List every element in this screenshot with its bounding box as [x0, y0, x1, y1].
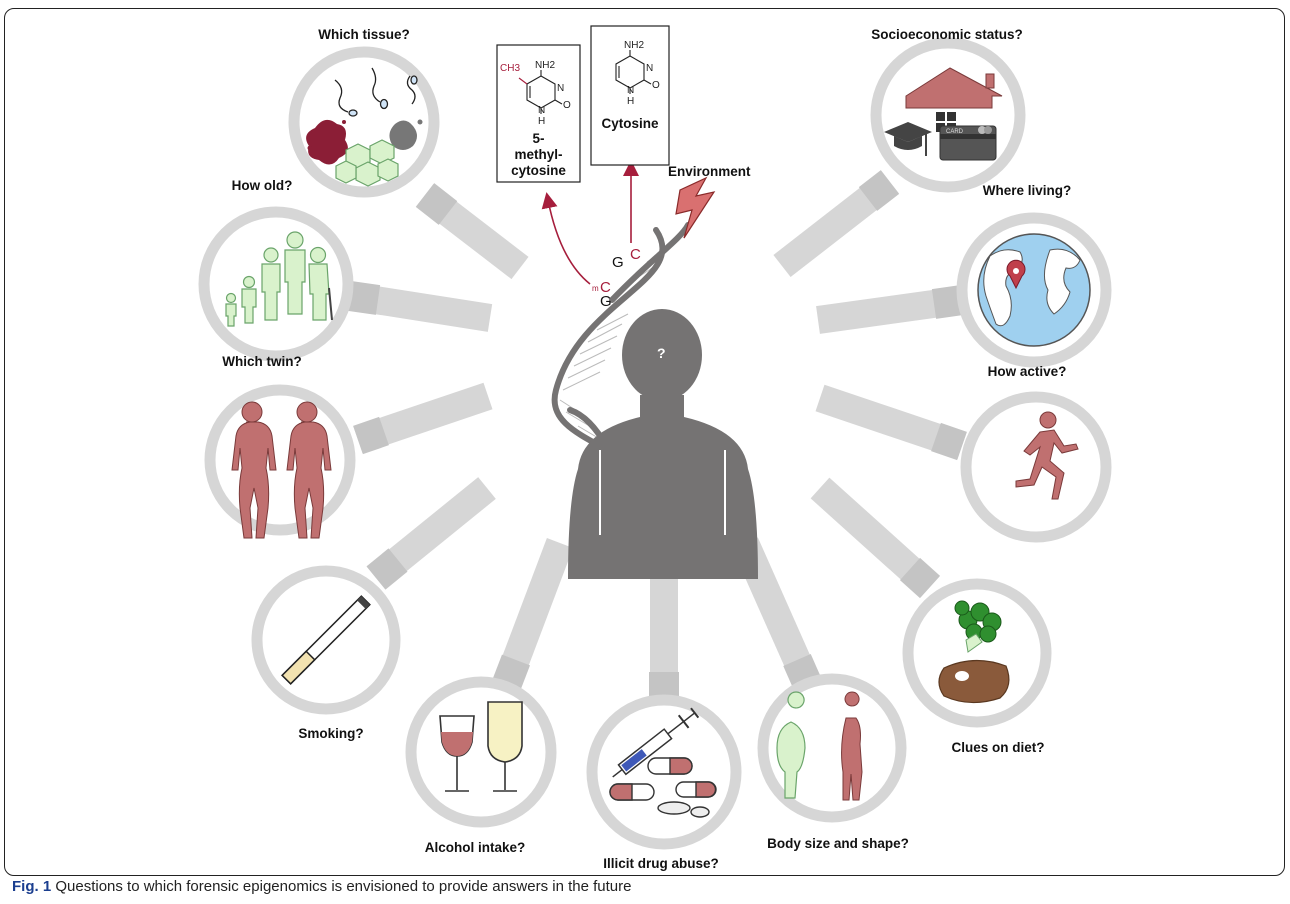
methyl-prefix: m — [592, 284, 599, 293]
cytosine-box: NH2 N O N H Cytosine — [590, 25, 670, 166]
label-where-living: Where living? — [983, 183, 1072, 198]
figure-frame — [4, 8, 1285, 876]
caption-prefix: Fig. 1 — [12, 878, 52, 895]
label-smoking: Smoking? — [298, 726, 363, 741]
methyl-o-label: O — [563, 100, 571, 111]
person-question-mark: ? — [657, 345, 666, 361]
ch3-label: CH3 — [500, 63, 520, 74]
environment-label: Environment — [668, 164, 751, 179]
wine-glasses-icon — [439, 701, 523, 792]
base-g-bottom: G — [600, 293, 612, 310]
person-silhouette: ? — [568, 309, 758, 579]
label-socioeconomic-status: Socioeconomic status? — [871, 27, 1023, 42]
broccoli-steak-icon — [938, 600, 1010, 704]
arrow-to-methylcytosine — [541, 192, 591, 285]
methylcytosine-line2: methyl- — [514, 147, 562, 162]
lens-body — [757, 673, 907, 823]
syringe-pills-icon — [609, 707, 717, 818]
cytosine-h-label: H — [627, 96, 634, 107]
methyl-n-label: N — [557, 83, 564, 94]
cigarette-icon — [281, 595, 371, 685]
tissue-icon — [306, 67, 423, 187]
lens-alcohol — [405, 676, 557, 828]
runner-icon — [1015, 411, 1079, 500]
methylcytosine-line3: cytosine — [511, 163, 566, 178]
house-cap-card-icon: CARD — [884, 67, 1003, 161]
methyl-nh2-label: NH2 — [535, 60, 555, 71]
label-illicit-drug-abuse: Illicit drug abuse? — [603, 856, 719, 871]
base-g-top: G — [612, 254, 624, 271]
methylcytosine-box: CH3 NH2 N O N H 5- methyl- cytosine — [496, 44, 581, 183]
card-text: CARD — [946, 129, 964, 135]
caption-text: Questions to which forensic epigenomics … — [55, 878, 632, 895]
label-which-twin: Which twin? — [222, 354, 301, 369]
label-how-old: How old? — [232, 178, 293, 193]
methylcytosine-line1: 5- — [532, 131, 544, 146]
figure-caption: Fig. 1 Questions to which forensic epige… — [12, 878, 631, 895]
base-mc: C — [600, 279, 611, 296]
cytosine-name: Cytosine — [601, 116, 659, 131]
methyl-h-label: H — [538, 116, 545, 127]
cytosine-n-label: N — [646, 63, 653, 74]
globe-icon — [977, 233, 1091, 347]
twins-icon — [231, 401, 332, 539]
base-c-top: C — [630, 246, 641, 263]
label-clues-on-diet: Clues on diet? — [951, 740, 1044, 755]
label-alcohol-intake: Alcohol intake? — [425, 840, 526, 855]
people-ages-icon — [225, 231, 333, 327]
body-shapes-icon — [776, 691, 863, 801]
cytosine-n-bottom-label: N — [627, 85, 634, 96]
lightning-icon — [675, 176, 716, 239]
label-body-size-shape: Body size and shape? — [767, 836, 909, 851]
methyl-n-bottom-label: N — [538, 105, 545, 116]
cytosine-o-label: O — [652, 80, 660, 91]
label-which-tissue: Which tissue? — [318, 27, 410, 42]
dna-bases: G C m C G — [592, 246, 641, 310]
label-how-active: How active? — [988, 364, 1067, 379]
cytosine-nh2-label: NH2 — [624, 40, 644, 51]
question-labels: Which tissue? How old? Which twin? Smoki… — [222, 27, 1071, 871]
